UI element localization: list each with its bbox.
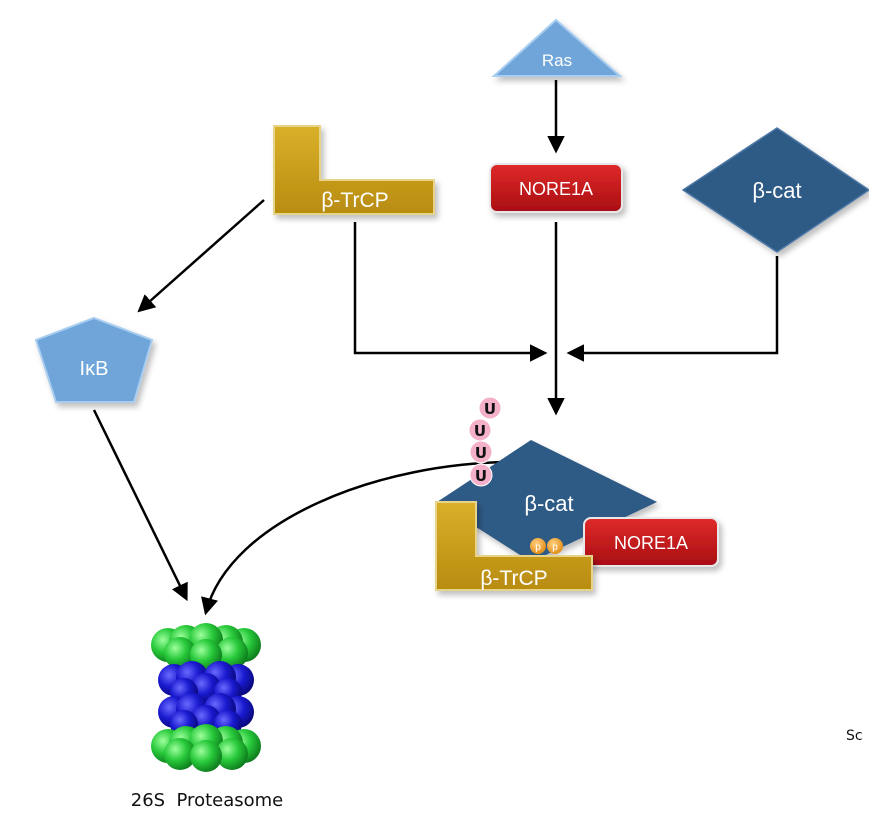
bcat-node: β-cat [681,127,869,253]
bcat-complex: β-cat [437,440,657,562]
proteasome-label: 26S Proteasome [131,790,284,811]
ubiquitin-2: U [468,418,492,442]
phospho-group-2: p [547,538,563,554]
corner-text: Sc [846,728,863,744]
ubiquitin-4: U [469,463,493,487]
nore1a-node: NORE1A [489,163,623,213]
arrow-complex-to-proteasome [201,460,515,616]
phospho-2-label: p [552,542,558,553]
ubiquitin-chain: U U U U [468,396,502,487]
ubiquitin-2-label: U [474,422,486,440]
ikb-label: IκB [80,358,109,380]
btrcp-node: β-TrCP [273,125,435,215]
ubiquitin-1-label: U [484,400,496,418]
proteasome-icon [151,623,261,772]
phospho-1-label: p [535,542,541,553]
btrcp-label: β-TrCP [321,189,388,212]
arrow-ikb-to-proteasome [92,409,188,602]
nore1a-complex-label: NORE1A [614,533,688,553]
arrow-bcat-to-complex [566,256,779,362]
ubiquitin-3-label: U [475,444,487,462]
proteasome-bottom-ring [151,724,261,772]
nore1a-label: NORE1A [519,179,593,199]
ubiquitin-4-label: U [475,467,487,485]
arrow-btrcp-to-ikb [137,199,265,313]
ras-label: Ras [542,51,572,70]
btrcp-complex: β-TrCP [435,501,593,591]
proteasome-lower-blue-ring [158,693,254,738]
bcat-complex-label: β-cat [524,491,573,516]
arrow-btrcp-to-complex [353,222,548,362]
phospho-group-1: p [530,538,546,554]
proteasome-top-ring [151,623,261,671]
ikb-node: IκB [34,316,154,403]
ras-node: Ras [491,18,623,77]
bcat-label: β-cat [752,178,801,203]
nore1a-complex: NORE1A [583,517,719,567]
ubiquitin-1: U [478,396,502,420]
btrcp-complex-label: β-TrCP [480,567,547,590]
ubiquitin-3: U [469,440,493,464]
